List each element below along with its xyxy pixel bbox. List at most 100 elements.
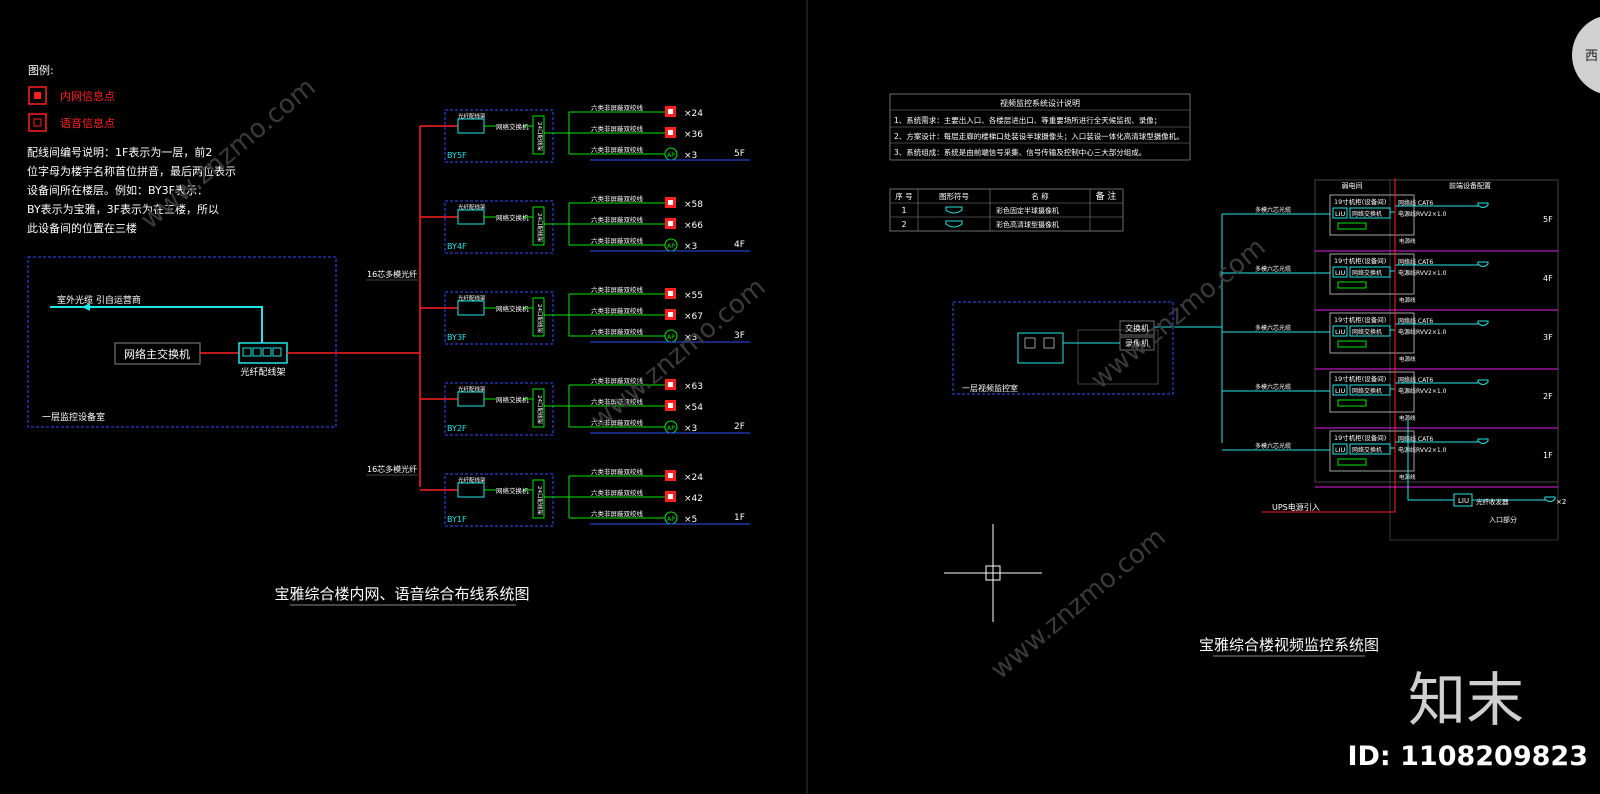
floor-label: 1F <box>734 513 745 523</box>
switch-label: 交换机 <box>1125 323 1149 333</box>
rack-label: 19寸机柜(设备间) <box>1334 197 1386 206</box>
box-switch-label: 网络交换机 <box>496 486 529 495</box>
cat6-label: 网络线 CAT6 <box>1398 258 1433 266</box>
video-floor-rows: 多模六芯光缆 19寸机柜(设备间) LIU 网络交换机 网络线 CAT6 电源线RVV2×… <box>1222 194 1558 488</box>
net-switch-label: 网络交换机 <box>1352 269 1382 277</box>
fiber-label: 多模六芯光缆 <box>1255 442 1291 450</box>
cable-label: 六类非屏蔽双绞线 <box>591 488 644 497</box>
poe-box <box>1337 281 1367 289</box>
cable-label: 六类非屏蔽双绞线 <box>591 418 644 427</box>
power-label: 电源线 <box>1399 355 1416 363</box>
odf-box <box>457 300 485 316</box>
patch-panel-label: 24口配线架 <box>536 213 544 242</box>
dome-camera-icon <box>1477 379 1489 385</box>
legend-title: 图例: <box>28 63 54 77</box>
symbol-table: 序 号 图形符号 名 称 备 注 1 彩色固定半球摄像机 2 彩色高清球型摄像机 <box>889 188 1124 232</box>
net-switch-label: 网络交换机 <box>1352 446 1382 454</box>
fiber-label: 多模六芯光缆 <box>1255 324 1291 332</box>
outlet-count: ×54 <box>684 403 703 413</box>
left-control-room: 室外光缆 引自运营商 网络主交换机 光纤配线架 一层监控设备室 <box>27 256 420 428</box>
table-header: 图形符号 <box>939 191 969 201</box>
box-odf-label: 光纤配线架 <box>458 203 486 211</box>
liu-box <box>1332 207 1348 219</box>
net-switch-box <box>1349 384 1391 396</box>
entry-section: UPS电源引入 LIU 光纤收发器 ×2 入口部分 <box>1262 178 1566 524</box>
net-switch-box <box>1349 207 1391 219</box>
legend-note-line: 此设备间的位置在三楼 <box>27 221 137 235</box>
outlet-count: ×36 <box>684 130 703 140</box>
col-header: 前端设备配置 <box>1449 181 1491 190</box>
legend: 图例: 内网信息点 语音信息点 配线间编号说明：1F表示为一层，前2 位字母为楼… <box>27 63 236 235</box>
patch-panel-label: 24口配线架 <box>536 304 544 333</box>
main-switch-label: 网络主交换机 <box>124 347 190 361</box>
power-cable-label: 电源线RVV2×1.0 <box>1398 210 1447 218</box>
poe-box <box>1337 399 1367 407</box>
ap-label: AP <box>667 425 675 432</box>
corner-mark: 西 <box>1585 49 1598 64</box>
outlet-count: ×3 <box>684 424 697 434</box>
rack-box <box>1329 194 1415 236</box>
box-odf-label: 光纤配线架 <box>458 294 486 302</box>
entry-transceiver: 光纤收发器 <box>1476 497 1509 506</box>
liu-label: LIU <box>1335 210 1346 218</box>
desc-line: 3、系统组成：系统是由前端信号采集、信号传输及控制中心三大部分组成。 <box>894 147 1146 157</box>
outlet-count: ×3 <box>684 242 697 252</box>
fiber-trunk: 16芯多模光纤 16芯多模光纤 <box>366 126 421 487</box>
odf-box <box>457 209 485 225</box>
dome-camera-icon <box>1477 320 1489 326</box>
liu-label: LIU <box>1335 269 1346 277</box>
ap-label: AP <box>667 516 675 523</box>
video-control-room: 交换机 录像机 一层视频监控室 <box>952 214 1223 443</box>
rack-box <box>1329 312 1415 354</box>
cable-label: 六类非屏蔽双绞线 <box>591 215 644 224</box>
net-switch-label: 网络交换机 <box>1352 328 1382 336</box>
poe-box <box>1337 340 1367 348</box>
ptz-camera-icon <box>1544 496 1556 502</box>
cable-label: 六类非屏蔽双绞线 <box>591 236 644 245</box>
desc-line: 2、方案设计：每层走廊的楼梯口处装设半球摄像头；入口装设一体化高清球型摄像机。 <box>894 131 1184 141</box>
table-row-name: 彩色高清球型摄像机 <box>996 220 1059 229</box>
liu-label: LIU <box>1335 446 1346 454</box>
dome-camera-icon <box>1477 438 1489 444</box>
legend-note-line: BY表示为宝雅，3F表示为在三楼，所以 <box>27 202 219 216</box>
outlet-count: ×66 <box>684 221 703 231</box>
col-header: 弱电间 <box>1342 181 1363 190</box>
data-outlet-symbol <box>28 86 47 105</box>
watermark-site: www.znzmo.com <box>1085 232 1271 395</box>
cable-label: 六类非屏蔽双绞线 <box>591 467 644 476</box>
table-row-name: 彩色固定半球摄像机 <box>996 206 1059 215</box>
patch-panel-label: 24口配线架 <box>536 486 544 515</box>
net-switch-box <box>1349 325 1391 337</box>
right-diagram-title: 宝雅综合楼视频监控系统图 <box>1199 636 1379 654</box>
desc-line: 1、系统需求：主要出入口、各楼层进出口、等重要场所进行全天候监视、录像； <box>894 115 1161 125</box>
floor-code: BY3F <box>447 333 467 342</box>
cable-label: 六类非屏蔽双绞线 <box>591 124 644 133</box>
watermark-id: ID: 1108209823 <box>1347 741 1588 772</box>
patch-panel <box>532 115 545 155</box>
floor-label: 2F <box>734 422 745 432</box>
floor-label: 5F <box>734 149 745 159</box>
floor-label: 1F <box>1543 451 1553 460</box>
floor-label: 3F <box>734 331 745 341</box>
cable-label: 六类非屏蔽双绞线 <box>591 194 644 203</box>
left-diagram-title: 宝雅综合楼内网、语音综合布线系统图 <box>274 585 529 603</box>
cable-label: 六类非屏蔽双绞线 <box>591 397 644 406</box>
odf-label: 光纤配线架 <box>240 366 285 378</box>
patch-panel <box>532 388 545 428</box>
rack-label: 19寸机柜(设备间) <box>1334 315 1386 324</box>
power-label: 电源线 <box>1399 414 1416 422</box>
cable-label: 六类非屏蔽双绞线 <box>591 145 644 154</box>
box-odf-label: 光纤配线架 <box>458 112 486 120</box>
fiber-label: 多模六芯光缆 <box>1255 383 1291 391</box>
power-label: 电源线 <box>1399 237 1416 245</box>
watermark-site: www.znzmo.com <box>985 522 1171 685</box>
floor-code: BY4F <box>447 242 467 251</box>
outlet-count: ×24 <box>684 473 703 483</box>
design-description: 视频监控系统设计说明 1、系统需求：主要出入口、各楼层进出口、等重要场所进行全天… <box>889 93 1191 161</box>
dome-camera-icon <box>945 206 963 214</box>
